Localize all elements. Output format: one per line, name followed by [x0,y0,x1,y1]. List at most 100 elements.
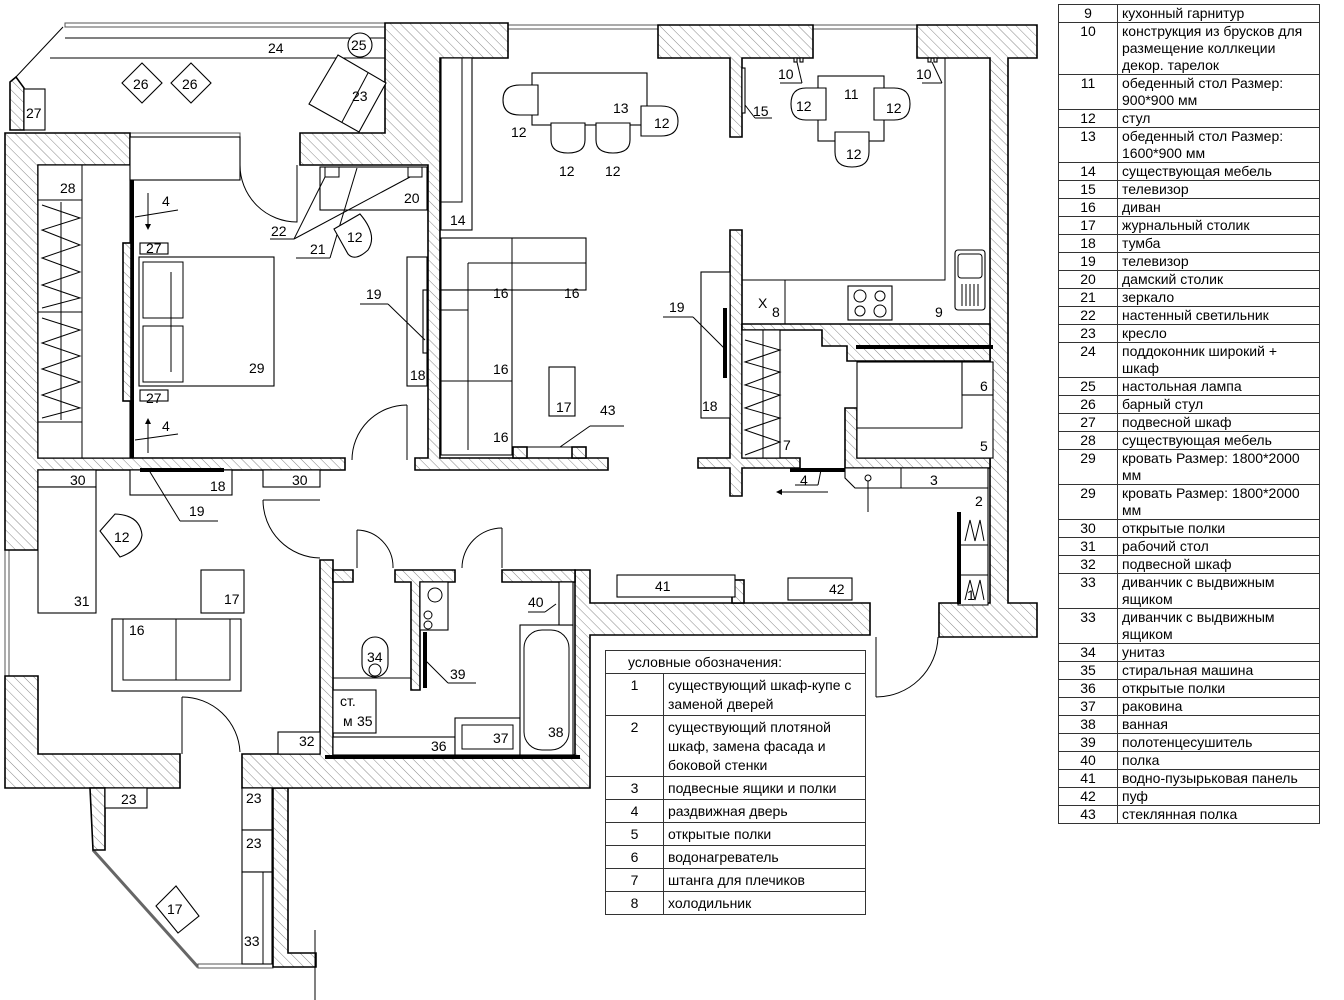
legend-num: 17 [1058,216,1118,235]
clothes-rail-7 [741,329,781,459]
legend-text: диванчик с выдвижным ящиком [1117,573,1320,609]
label: 29 [249,360,265,376]
window-sill-box [129,136,241,181]
legend-text: открытые полки [1117,679,1320,698]
legend-num: 30 [1058,519,1118,538]
legend-text: ванная [1117,715,1320,734]
dressing-table-20 [319,166,428,211]
bathtub-38 [519,624,574,756]
shelf-40 [558,581,574,626]
legend-text: открытые полки [1117,519,1320,538]
legend-num: 34 [1058,643,1118,662]
balcony [23,32,387,133]
legend-num: 41 [1058,769,1118,788]
label: 18 [410,367,426,383]
label: 12 [559,163,575,179]
bar-stool-26 [121,62,163,104]
bathroom [325,527,580,759]
label: 15 [753,103,769,119]
legend-text: подвесной шкаф [1117,555,1320,574]
legend-text: открытые полки [663,822,866,846]
legend-text: телевизор [1117,180,1320,199]
label: 2 [975,493,983,509]
legend-text: кровать Размер: 1800*2000 мм [1117,484,1320,520]
label: 19 [189,503,205,519]
legend-num: 25 [1058,377,1118,396]
legend-num: 23 [1058,324,1118,343]
label: 12 [846,146,862,162]
legend-text: диван [1117,198,1320,217]
legend-num: 29 [1058,484,1118,520]
legend-text: настенный светильник [1117,306,1320,325]
label: 13 [613,100,629,116]
label: 22 [271,223,287,239]
dining-table-13 [531,72,648,126]
label: 12 [796,98,812,114]
label: 4 [162,193,170,209]
label: м [343,713,353,729]
legend-num: 29 [1058,449,1118,485]
label: 10 [778,66,794,82]
label: 23 [246,790,262,806]
wall-cabinet-32 [277,731,321,755]
label: 17 [556,399,572,415]
label: 11 [844,86,859,102]
legend-num: 7 [605,868,664,892]
label: 26 [182,76,198,92]
legend-text: стиральная машина [1117,661,1320,680]
legend-num: 9 [1058,4,1118,23]
label: 10 [916,66,932,82]
label: 24 [268,40,284,56]
label: 27 [146,240,162,256]
water-heater-6 [961,361,994,396]
chair-12 [640,105,679,137]
legend-text: кресло [1117,324,1320,343]
legend-num: 40 [1058,751,1118,770]
label: 23 [352,88,368,104]
legend-text: стул [1117,109,1320,128]
legend-text: подвесные ящики и полки [663,776,866,800]
desk-31 [37,486,97,614]
label: 16 [129,622,145,638]
washing-machine-35 [332,689,377,734]
label: 38 [548,724,564,740]
coffee-table-17 [155,885,200,934]
label: 36 [431,738,447,754]
label: ст. [340,693,356,709]
label: 16 [493,429,509,445]
label: 35 [357,713,373,729]
bar-stool-26 [170,62,212,104]
chair-12 [790,87,827,121]
label: 3 [930,472,938,488]
legend-text: кровать Размер: 1800*2000 мм [1117,449,1320,485]
legend-num: 31 [1058,537,1118,556]
legend-num: 8 [605,891,664,915]
table-lamp-25 [347,32,373,58]
legend-text: штанга для плечиков [663,868,866,892]
legend-num: 21 [1058,288,1118,307]
label: 7 [783,437,791,453]
wall-cabinet-27 [23,88,46,131]
chair-12 [502,84,539,116]
label: 41 [655,578,671,594]
legend-text: водно-пузырьковая панель [1117,769,1320,788]
label: 20 [404,190,420,206]
legend-num: 43 [1058,805,1118,824]
label: 4 [800,472,808,488]
